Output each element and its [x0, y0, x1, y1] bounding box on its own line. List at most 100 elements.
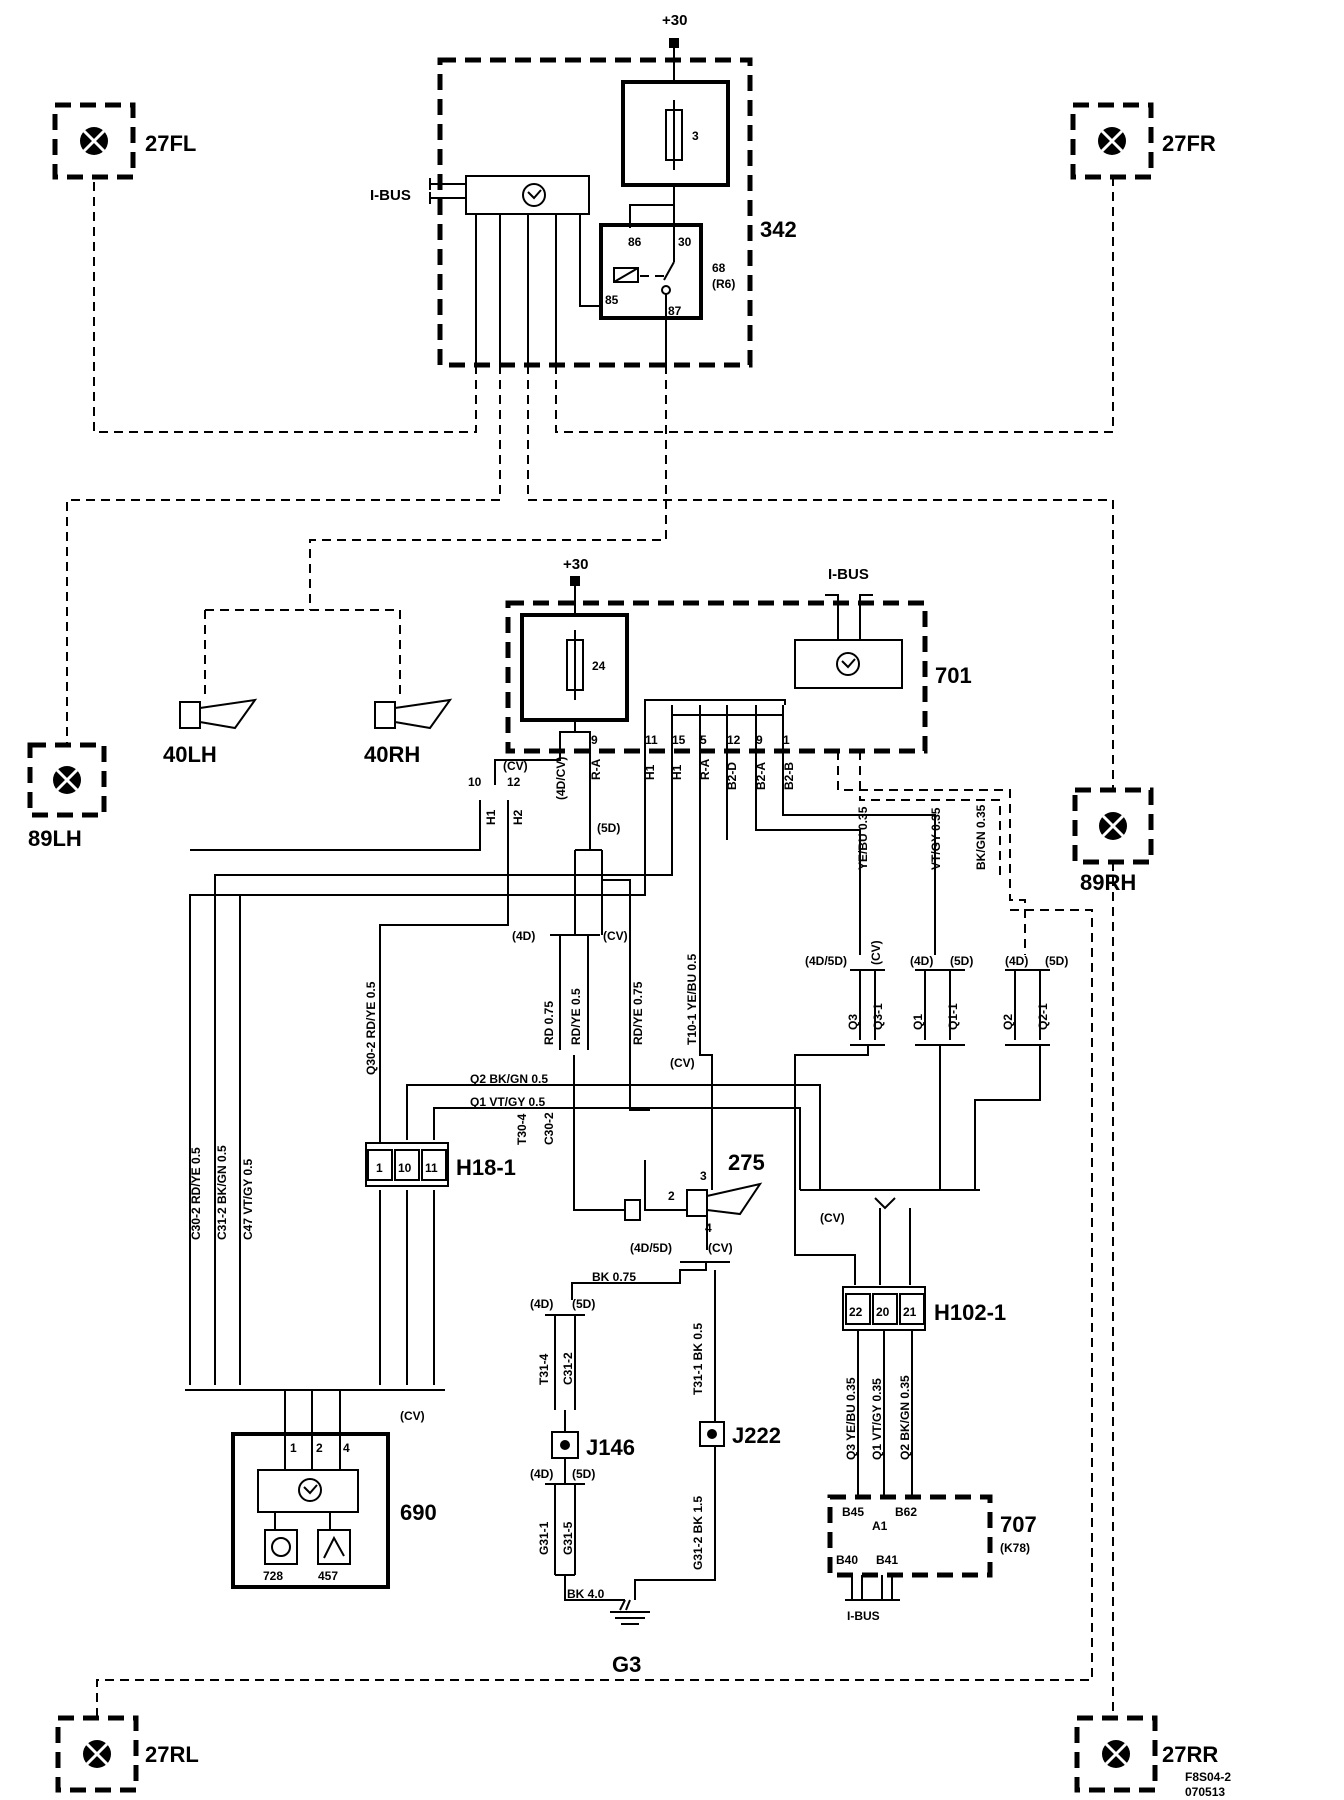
pin-9b: 9 [756, 733, 763, 747]
wire-bk40: BK 4.0 [567, 1587, 605, 1601]
sensor-728-label: 728 [263, 1569, 283, 1583]
lamp-27fl: 27FL [52, 102, 196, 180]
pin-10: 10 [468, 775, 482, 789]
wire-h1a: H1 [484, 809, 498, 825]
wire-bk075: BK 0.75 [592, 1270, 636, 1284]
wire-g312: G31-2 BK 1.5 [691, 1496, 705, 1570]
wire-b2b: B2-B [782, 762, 796, 790]
cv-label-5: (CV) [708, 1241, 733, 1255]
wire-rdye-05: RD/YE 0.5 [569, 988, 583, 1045]
pin-275-3: 3 [700, 1169, 707, 1183]
wire-vtgy-035: VT/GY 0.35 [929, 807, 943, 870]
lamp-27fr-label: 27FR [1162, 131, 1216, 156]
h102-pin-22: 22 [849, 1305, 863, 1319]
component-275-label: 275 [728, 1150, 765, 1175]
variant-4d-2: (4D) [530, 1297, 553, 1311]
horn-40rh: 40RH [364, 698, 453, 767]
footer-code: F8S04-2 [1185, 1770, 1231, 1784]
lamp-27fr: 27FR [1070, 102, 1216, 180]
relay-68-label: 68 [712, 261, 726, 275]
horn-40lh: 40LH [163, 698, 258, 767]
relay-pin-30: 30 [678, 235, 692, 249]
fuse-3-label: 3 [692, 129, 699, 143]
wire-h1b: H1 [643, 764, 657, 780]
wire-t311: T31-1 BK 0.5 [691, 1323, 705, 1395]
relay-pin-85: 85 [605, 293, 619, 307]
module-701-label: 701 [935, 663, 972, 688]
variant-4d-3: (4D) [530, 1467, 553, 1481]
wire-t101: T10-1 YE/BU 0.5 [685, 954, 699, 1045]
j222-label: J222 [732, 1423, 781, 1448]
ibus-label-mid: I-BUS [828, 566, 869, 583]
wire-q21: Q2-1 [1036, 1003, 1050, 1030]
lamp-27rr-label: 27RR [1162, 1742, 1218, 1767]
pin-b45: B45 [842, 1505, 864, 1519]
g3-label: G3 [612, 1652, 641, 1677]
wire-q302: Q30-2 RD/YE 0.5 [364, 981, 378, 1075]
module-707-sub: (K78) [1000, 1541, 1030, 1555]
component-690-label: 690 [400, 1500, 437, 1525]
pin-275-4: 4 [705, 1221, 712, 1235]
module-707-label: 707 [1000, 1512, 1037, 1537]
cv-label-6: (CV) [869, 940, 883, 965]
lamp-89rh-label: 89RH [1080, 870, 1136, 895]
relay-r6-label: (R6) [712, 277, 735, 291]
pin-5: 5 [700, 733, 707, 747]
pin-a1: A1 [872, 1519, 888, 1533]
wire-b2a: B2-A [754, 762, 768, 790]
wire-c302: C30-2 RD/YE 0.5 [189, 1147, 203, 1240]
ground-section: (4D) (5D) T31-4 C31-2 J146 (4D) (5D) G31… [530, 1297, 781, 1677]
pin-12b: 12 [507, 775, 521, 789]
wire-rdye-075: RD/YE 0.75 [631, 981, 645, 1045]
wire-q2-bkgn: Q2 BK/GN 0.35 [898, 1375, 912, 1460]
supply-30-mid: +30 [563, 556, 588, 573]
h102-label: H102-1 [934, 1300, 1006, 1325]
h102-pin-21: 21 [903, 1305, 917, 1319]
relay-pin-86: 86 [628, 235, 642, 249]
horn-40lh-label: 40LH [163, 742, 217, 767]
variant-4d5d-2: (4D/5D) [805, 954, 847, 968]
variant-5d-4: (5D) [950, 954, 973, 968]
pin-690-4: 4 [343, 1441, 350, 1455]
cv-label-2: (CV) [603, 929, 628, 943]
wire-q11: Q1-1 [946, 1003, 960, 1030]
variant-4dcv: (4D/CV) [554, 757, 568, 800]
wire-q1-vtgy: Q1 VT/GY 0.35 [870, 1378, 884, 1460]
h102-pin-20: 20 [876, 1305, 890, 1319]
pin-b62: B62 [895, 1505, 917, 1519]
supply-30-top: +30 [662, 12, 687, 29]
variant-4d5d-1: (4D/5D) [630, 1241, 672, 1255]
wire-c312: C31-2 BK/GN 0.5 [215, 1145, 229, 1240]
pin-690-2: 2 [316, 1441, 323, 1455]
wire-rd-075: RD 0.75 [542, 1001, 556, 1045]
h18-label: H18-1 [456, 1155, 516, 1180]
pin-1: 1 [783, 733, 790, 747]
lamp-89lh: 89LH [27, 742, 107, 851]
wire-bkgn-035: BK/GN 0.35 [974, 804, 988, 870]
sensor-457-label: 457 [318, 1569, 338, 1583]
j146-label: J146 [586, 1435, 635, 1460]
cv-label-3: (CV) [670, 1056, 695, 1070]
wire-c312b: C31-2 [561, 1352, 575, 1385]
wire-q1-vtgy: Q1 VT/GY 0.5 [470, 1095, 545, 1109]
footer-date: 070513 [1185, 1785, 1225, 1799]
wire-h1c: H1 [670, 764, 684, 780]
module-701-box: +30 24 I-BUS 701 9 11 15 5 12 9 1 [505, 556, 972, 754]
wire-b2d: B2-D [725, 762, 739, 790]
ibus-label-bottom: I-BUS [847, 1609, 880, 1623]
right-section: YE/BU 0.35 VT/GY 0.35 BK/GN 0.35 (4D/5D)… [794, 804, 1068, 1623]
module-342: 342 +30 3 86 30 85 87 68 (R6) I-BUS [370, 12, 797, 368]
pin-275-2: 2 [668, 1189, 675, 1203]
connector-h18-1: 1 10 11 H18-1 [365, 1142, 516, 1187]
h18-pin-11: 11 [425, 1161, 438, 1175]
pin-b41: B41 [876, 1553, 898, 1567]
cv-label-1: (CV) [503, 759, 528, 773]
wire-t304: T30-4 [515, 1113, 529, 1145]
variant-5d-3: (5D) [572, 1467, 595, 1481]
wire-q31: Q3-1 [871, 1003, 885, 1030]
cv-label-4: (CV) [400, 1409, 425, 1423]
pin-12: 12 [727, 733, 741, 747]
variant-5d-5: (5D) [1045, 954, 1068, 968]
wire-ra1: R-A [589, 758, 603, 780]
